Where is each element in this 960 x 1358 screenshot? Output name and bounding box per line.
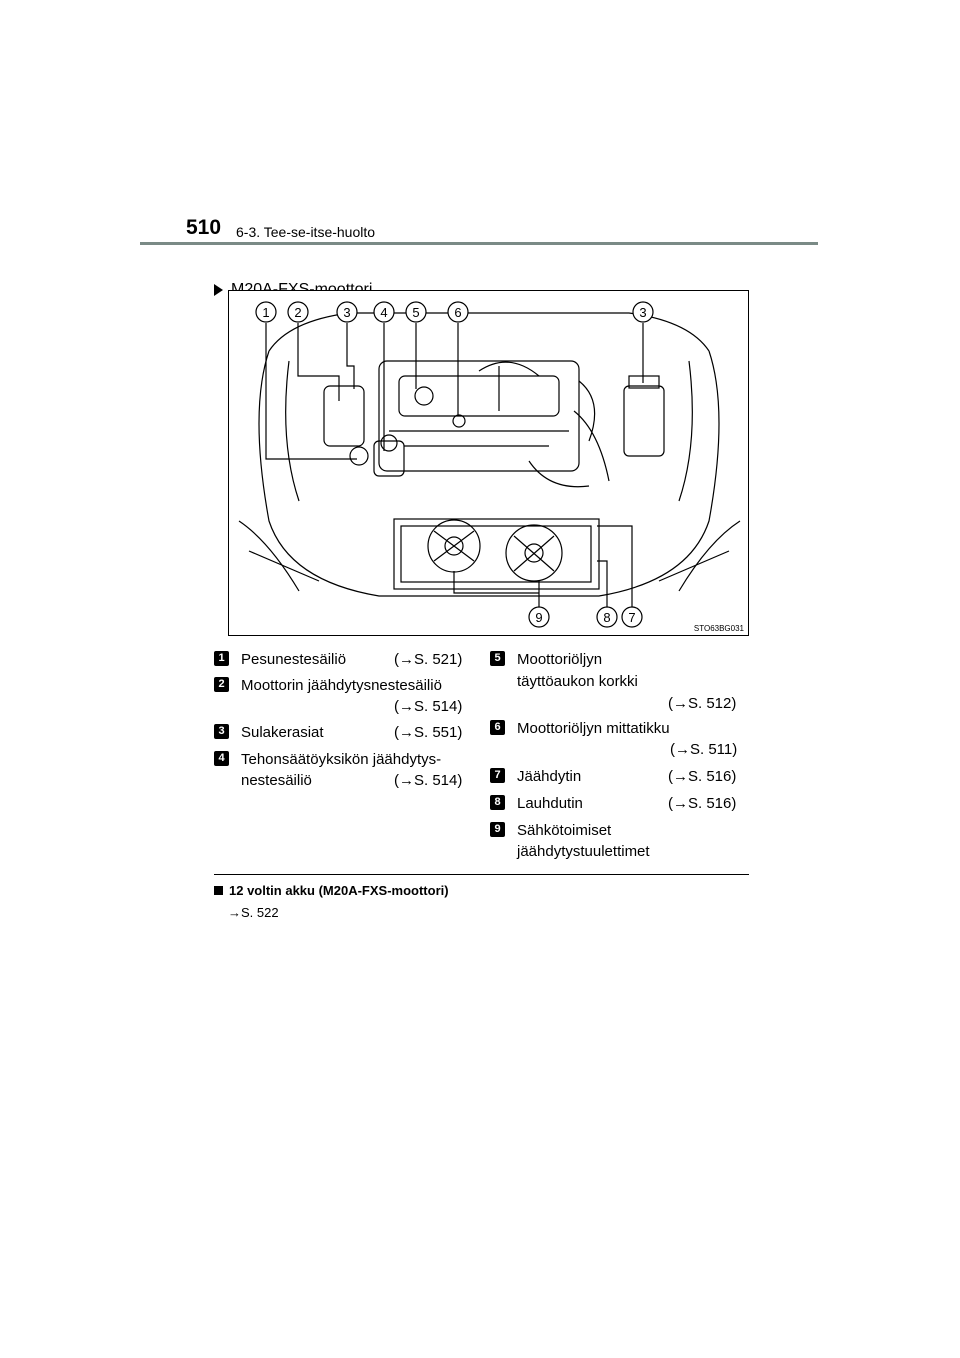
legend-number: 9 bbox=[490, 822, 505, 837]
legend-text: Tehonsäätöyksikön jäähdytys- bbox=[241, 751, 442, 768]
legend-ref: (→S. 514) bbox=[394, 698, 463, 715]
legend-number: 7 bbox=[490, 768, 505, 783]
legend-number: 8 bbox=[490, 795, 505, 810]
page-number: 510 bbox=[186, 216, 222, 239]
section-divider bbox=[214, 874, 749, 875]
section-title: 6-3. Tee-se-itse-huolto bbox=[236, 224, 376, 240]
legend-number: 4 bbox=[214, 751, 229, 766]
legend-text-2: täyttöaukon korkki bbox=[517, 673, 638, 690]
legend-ref: (→S. 551) bbox=[394, 724, 463, 741]
legend-ref: (→S. 516) bbox=[668, 768, 737, 785]
note-ref: →S. 522 bbox=[228, 905, 279, 920]
legend-ref: (→S. 521) bbox=[394, 651, 463, 668]
legend-text-2: nestesäiliö bbox=[241, 772, 312, 789]
legend-number: 1 bbox=[214, 651, 229, 666]
engine-bay-illustration bbox=[238, 301, 741, 628]
legend-text: Sulakerasiat bbox=[241, 724, 324, 741]
legend-text: Moottoriöljyn bbox=[517, 651, 603, 668]
legend-text: Moottoriöljyn mittatikku bbox=[517, 720, 670, 737]
header-rule bbox=[140, 242, 818, 245]
legend-ref: (→S. 516) bbox=[668, 795, 737, 812]
legend-text: Pesunestesäiliö bbox=[241, 651, 347, 668]
legend-text: Jäähdytin bbox=[517, 768, 582, 785]
legend-ref: (→S. 514) bbox=[394, 772, 463, 789]
legend-number: 5 bbox=[490, 651, 505, 666]
legend-number: 6 bbox=[490, 720, 505, 735]
legend-text-2: jäähdytystuulettimet bbox=[517, 843, 650, 860]
legend-text: Sähkötoimiset bbox=[517, 822, 612, 839]
legend-ref: (→S. 511) bbox=[670, 741, 738, 758]
figure-code: STO63BG031 bbox=[693, 624, 744, 633]
triangle-bullet-icon bbox=[214, 284, 223, 296]
note-title: 12 voltin akku (M20A-FXS-moottori) bbox=[214, 883, 449, 898]
legend-number: 2 bbox=[214, 677, 229, 692]
legend-text: Moottorin jäähdytysnestesäiliö bbox=[241, 677, 442, 694]
square-bullet-icon bbox=[214, 886, 223, 895]
legend-ref: (→S. 512) bbox=[668, 695, 737, 712]
note-title-text: 12 voltin akku (M20A-FXS-moottori) bbox=[229, 883, 449, 898]
engine-bay-figure: 1 2 3 4 5 6 3 9 8 7 STO63BG031 bbox=[228, 290, 749, 636]
legend-number: 3 bbox=[214, 724, 229, 739]
legend-text: Lauhdutin bbox=[517, 795, 583, 812]
